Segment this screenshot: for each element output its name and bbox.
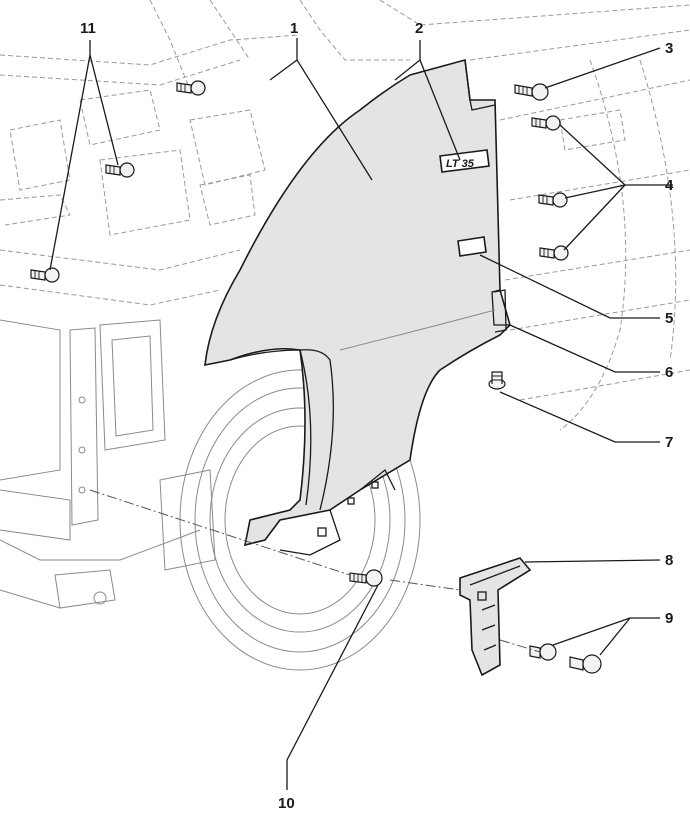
badge-text: LT 35 bbox=[446, 158, 475, 170]
callout-4: 4 bbox=[665, 177, 674, 194]
callout-8: 8 bbox=[665, 552, 673, 569]
screw-9b bbox=[569, 654, 602, 674]
alignment-line-b bbox=[389, 579, 461, 591]
wheel-outline bbox=[179, 369, 421, 671]
screw-4c bbox=[539, 245, 569, 261]
callout-1: 1 bbox=[290, 20, 298, 37]
alignment-line-a bbox=[89, 489, 351, 576]
callout-2: 2 bbox=[415, 20, 423, 37]
screw-4b bbox=[538, 192, 568, 208]
mounting-bracket bbox=[459, 557, 532, 677]
clip-7 bbox=[488, 371, 506, 390]
callout-6: 6 bbox=[665, 364, 673, 381]
callout-7: 7 bbox=[665, 434, 673, 451]
seal-strip bbox=[493, 289, 507, 333]
side-marker-lamp bbox=[457, 236, 487, 257]
screw-11a bbox=[176, 80, 206, 96]
front-fender bbox=[204, 58, 511, 556]
callout-9: 9 bbox=[665, 610, 673, 627]
callout-11: 11 bbox=[80, 20, 96, 37]
leader-lines bbox=[49, 38, 673, 790]
callout-10: 10 bbox=[278, 795, 295, 812]
screw-3 bbox=[514, 83, 549, 101]
screw-11b bbox=[105, 162, 135, 178]
screw-9a bbox=[529, 643, 557, 661]
callout-3: 3 bbox=[665, 40, 673, 57]
vehicle-body-outline bbox=[0, 0, 690, 609]
screw-4a bbox=[531, 115, 561, 131]
screw-11c bbox=[30, 267, 60, 283]
screw-10 bbox=[349, 569, 383, 587]
callout-5: 5 bbox=[665, 310, 673, 327]
alignment-line-c bbox=[499, 639, 541, 653]
model-badge: LT 35 bbox=[439, 149, 490, 173]
